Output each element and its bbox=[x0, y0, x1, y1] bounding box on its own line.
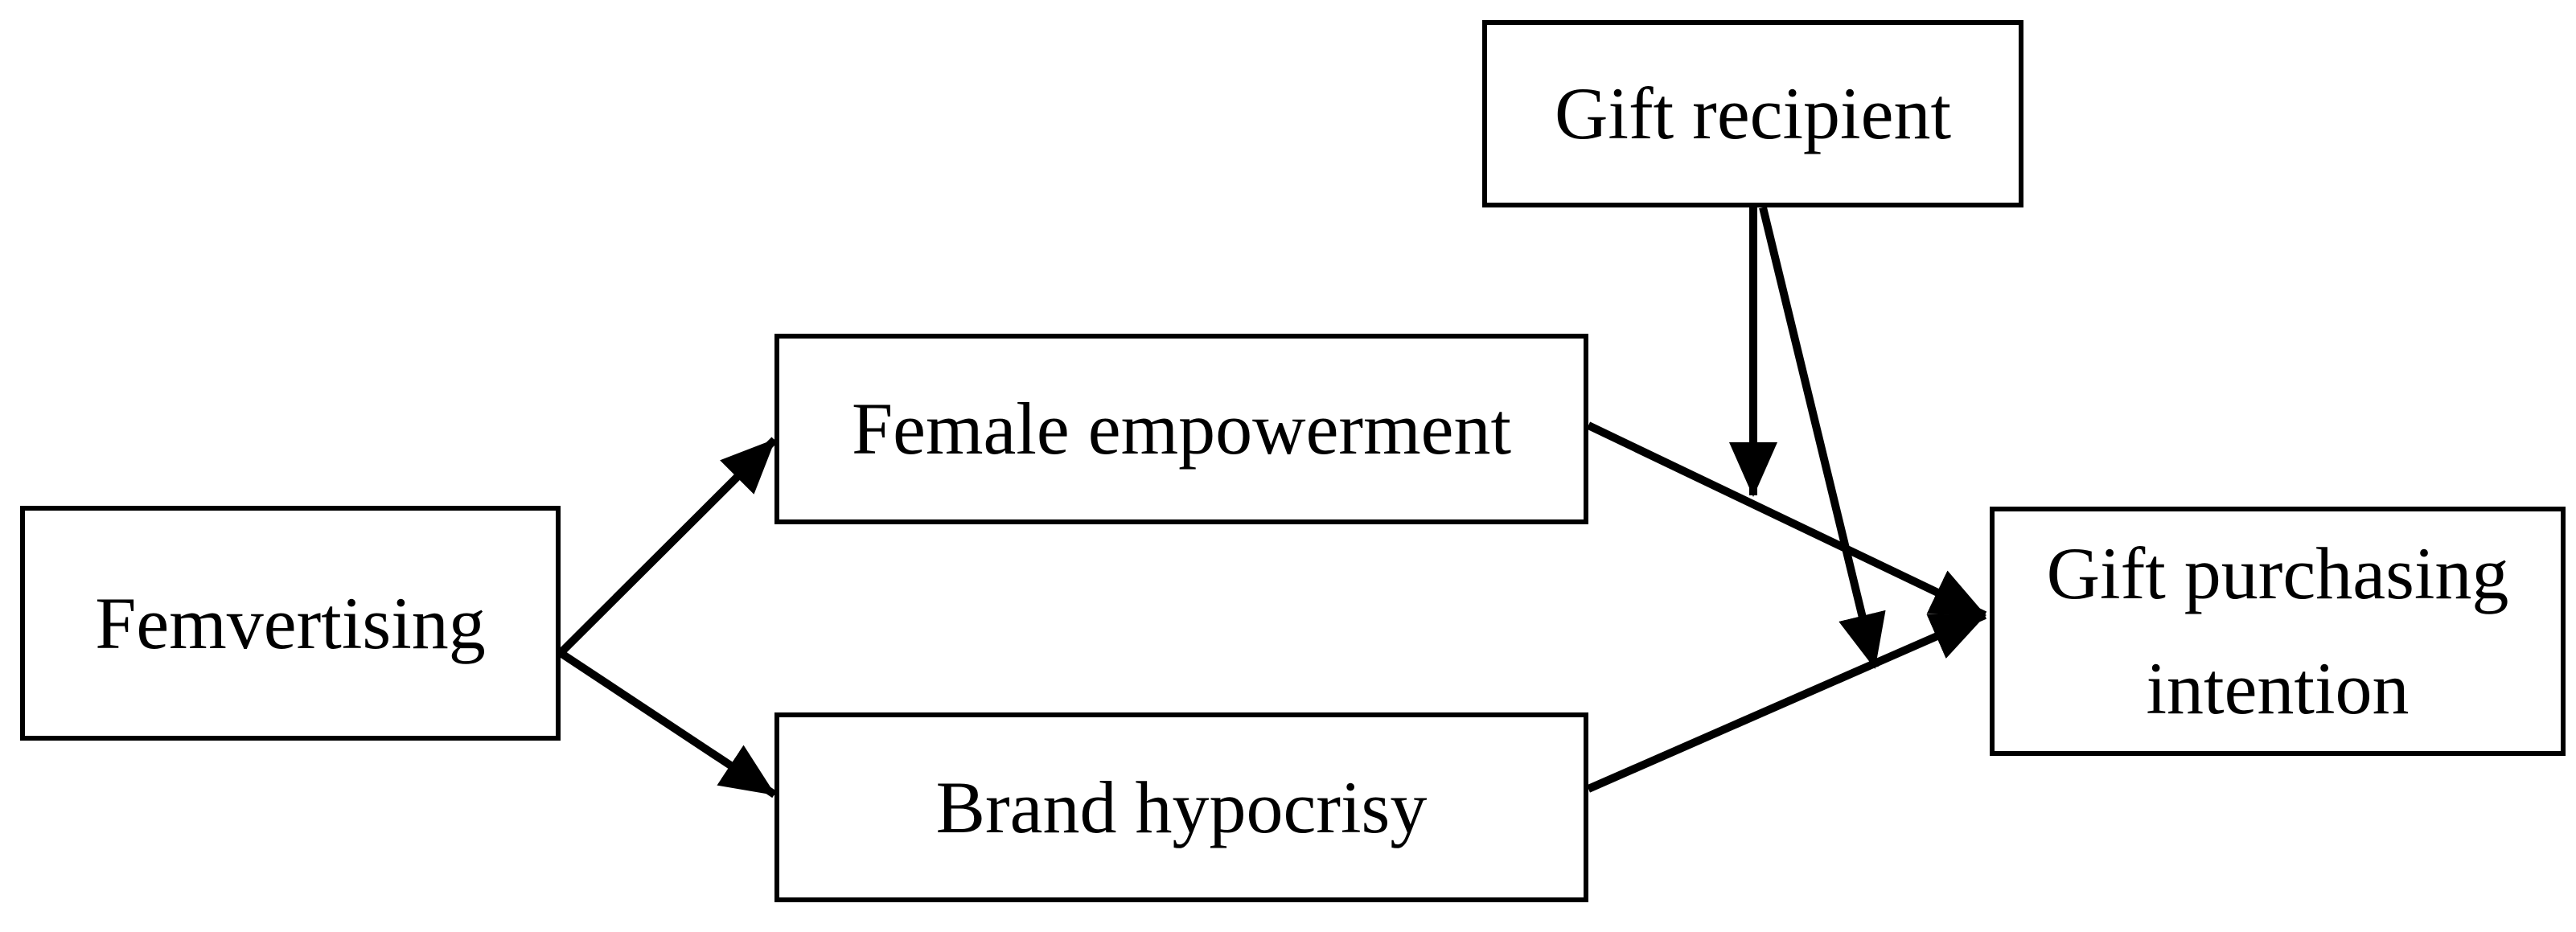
node-femvertising-label: Femvertising bbox=[95, 581, 486, 664]
node-femvertising: Femvertising bbox=[20, 506, 561, 741]
node-gift-recipient-label: Gift recipient bbox=[1554, 72, 1952, 155]
arrow-femvertising-to-female-empowerment bbox=[557, 437, 778, 656]
arrow-gift-recipient-moderates-brand-hypocrisy-path bbox=[1759, 206, 1886, 669]
node-female-empowerment-label: Female empowerment bbox=[851, 388, 1512, 470]
arrow-female-empowerment-to-gift-purchasing-intention bbox=[1586, 421, 1987, 619]
node-brand-hypocrisy: Brand hypocrisy bbox=[774, 712, 1588, 902]
node-brand-hypocrisy-label: Brand hypocrisy bbox=[935, 766, 1428, 848]
node-gift-recipient: Gift recipient bbox=[1482, 20, 2023, 207]
node-gift-purchasing-intention: Gift purchasing intention bbox=[1990, 507, 2566, 756]
node-female-empowerment: Female empowerment bbox=[774, 334, 1588, 524]
arrow-femvertising-to-brand-hypocrisy bbox=[558, 649, 777, 799]
node-gift-purchasing-intention-label: Gift purchasing intention bbox=[2046, 532, 2509, 729]
arrow-brand-hypocrisy-to-gift-purchasing-intention bbox=[1586, 611, 1987, 793]
